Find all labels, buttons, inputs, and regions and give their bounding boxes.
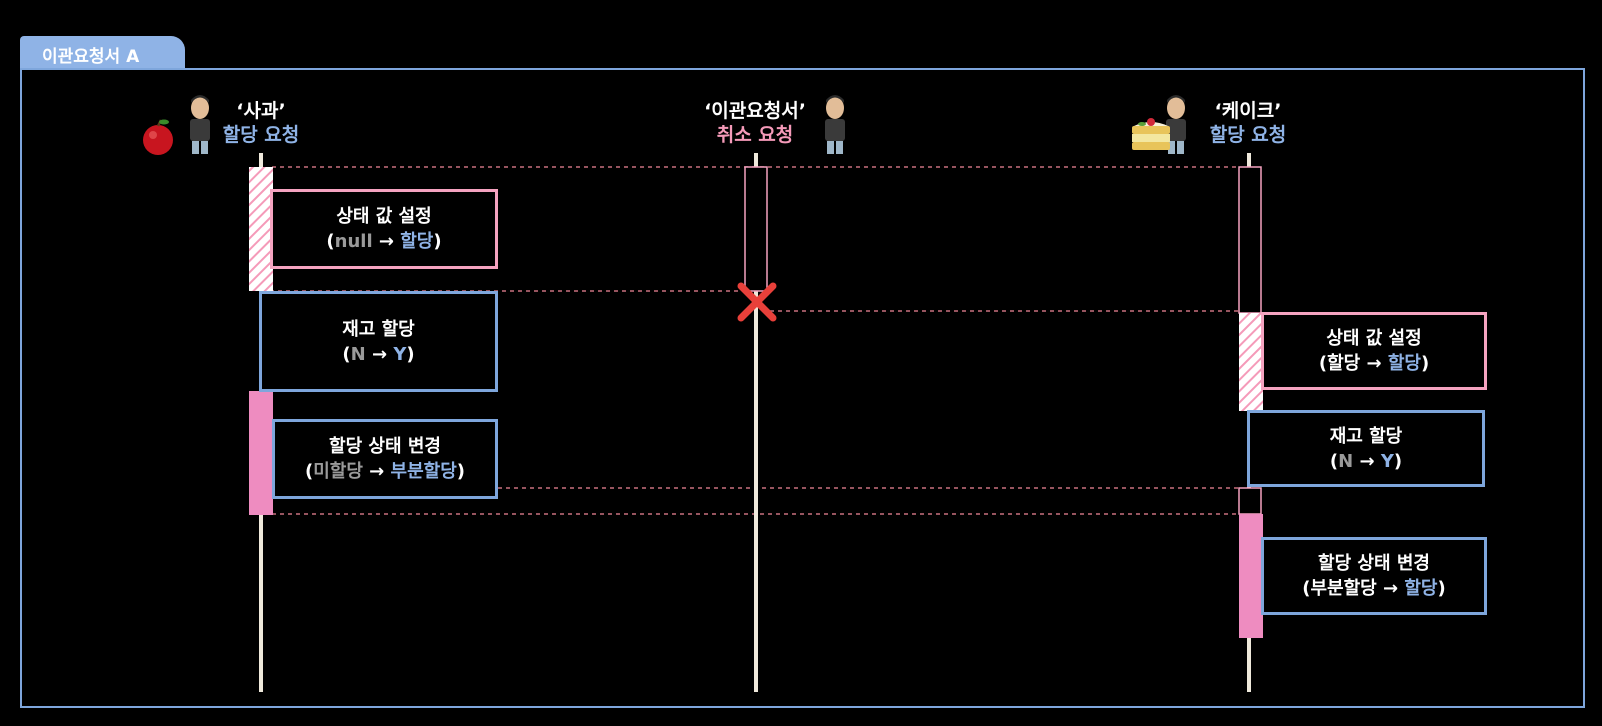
apple-icon bbox=[143, 119, 173, 155]
person-icon bbox=[825, 95, 845, 154]
note-detail: (N → Y) bbox=[342, 343, 415, 365]
activation-cake-wait bbox=[1238, 166, 1262, 314]
activation-apple-solid bbox=[249, 391, 273, 515]
cake-icon bbox=[1132, 118, 1170, 150]
note-title: 재고 할당 bbox=[342, 318, 415, 340]
note-apple-change: 할당 상태 변경 (미할당 → 부분할당) bbox=[272, 419, 498, 499]
frame-tab: 이관요청서 A bbox=[20, 36, 185, 68]
actor-cake-title: ‘케이크’ 할당 요청 bbox=[1203, 99, 1293, 147]
actor-apple-title: ‘사과’ 할당 요청 bbox=[216, 99, 306, 147]
cancel-x-icon bbox=[737, 282, 777, 322]
note-apple-state: 상태 값 설정 (null → 할당) bbox=[270, 189, 498, 269]
actor-transfer-action: 취소 요청 bbox=[716, 124, 794, 146]
note-title: 할당 상태 변경 bbox=[1318, 553, 1430, 574]
note-cake-change: 할당 상태 변경 (부분할당 → 할당) bbox=[1261, 537, 1487, 615]
note-title: 할당 상태 변경 bbox=[329, 436, 441, 457]
activation-transfer bbox=[744, 166, 768, 292]
actor-cake-action: 할당 요청 bbox=[1209, 124, 1287, 146]
note-apple-stock: 재고 할당 (N → Y) bbox=[259, 291, 498, 392]
activation-cake-wait2 bbox=[1238, 487, 1262, 515]
activation-cake-solid bbox=[1239, 514, 1263, 638]
note-detail: (N → Y) bbox=[1329, 450, 1403, 472]
note-title: 상태 값 설정 bbox=[336, 206, 432, 227]
person-icon bbox=[190, 95, 210, 154]
actor-transfer-title: ‘이관요청서’ 취소 요청 bbox=[690, 99, 820, 147]
sequence-frame bbox=[20, 68, 1585, 708]
actor-transfer-name: ‘이관요청서’ bbox=[704, 100, 806, 122]
activation-apple-hatched bbox=[249, 167, 273, 291]
note-detail: (null → 할당) bbox=[326, 231, 442, 252]
actor-apple-action: 할당 요청 bbox=[222, 124, 300, 146]
actor-cake-name: ‘케이크’ bbox=[1214, 100, 1282, 122]
frame-title: 이관요청서 A bbox=[42, 47, 140, 67]
note-title: 재고 할당 bbox=[1329, 425, 1403, 447]
activation-cake-hatched bbox=[1239, 313, 1263, 411]
note-detail: (할당 → 할당) bbox=[1318, 353, 1430, 374]
person-icon bbox=[1166, 95, 1186, 154]
note-title: 상태 값 설정 bbox=[1326, 328, 1422, 349]
note-detail: (부분할당 → 할당) bbox=[1302, 578, 1446, 599]
actor-apple-name: ‘사과’ bbox=[236, 100, 286, 122]
note-cake-stock: 재고 할당 (N → Y) bbox=[1247, 410, 1485, 487]
note-cake-state: 상태 값 설정 (할당 → 할당) bbox=[1261, 312, 1487, 390]
note-detail: (미할당 → 부분할당) bbox=[304, 461, 466, 482]
